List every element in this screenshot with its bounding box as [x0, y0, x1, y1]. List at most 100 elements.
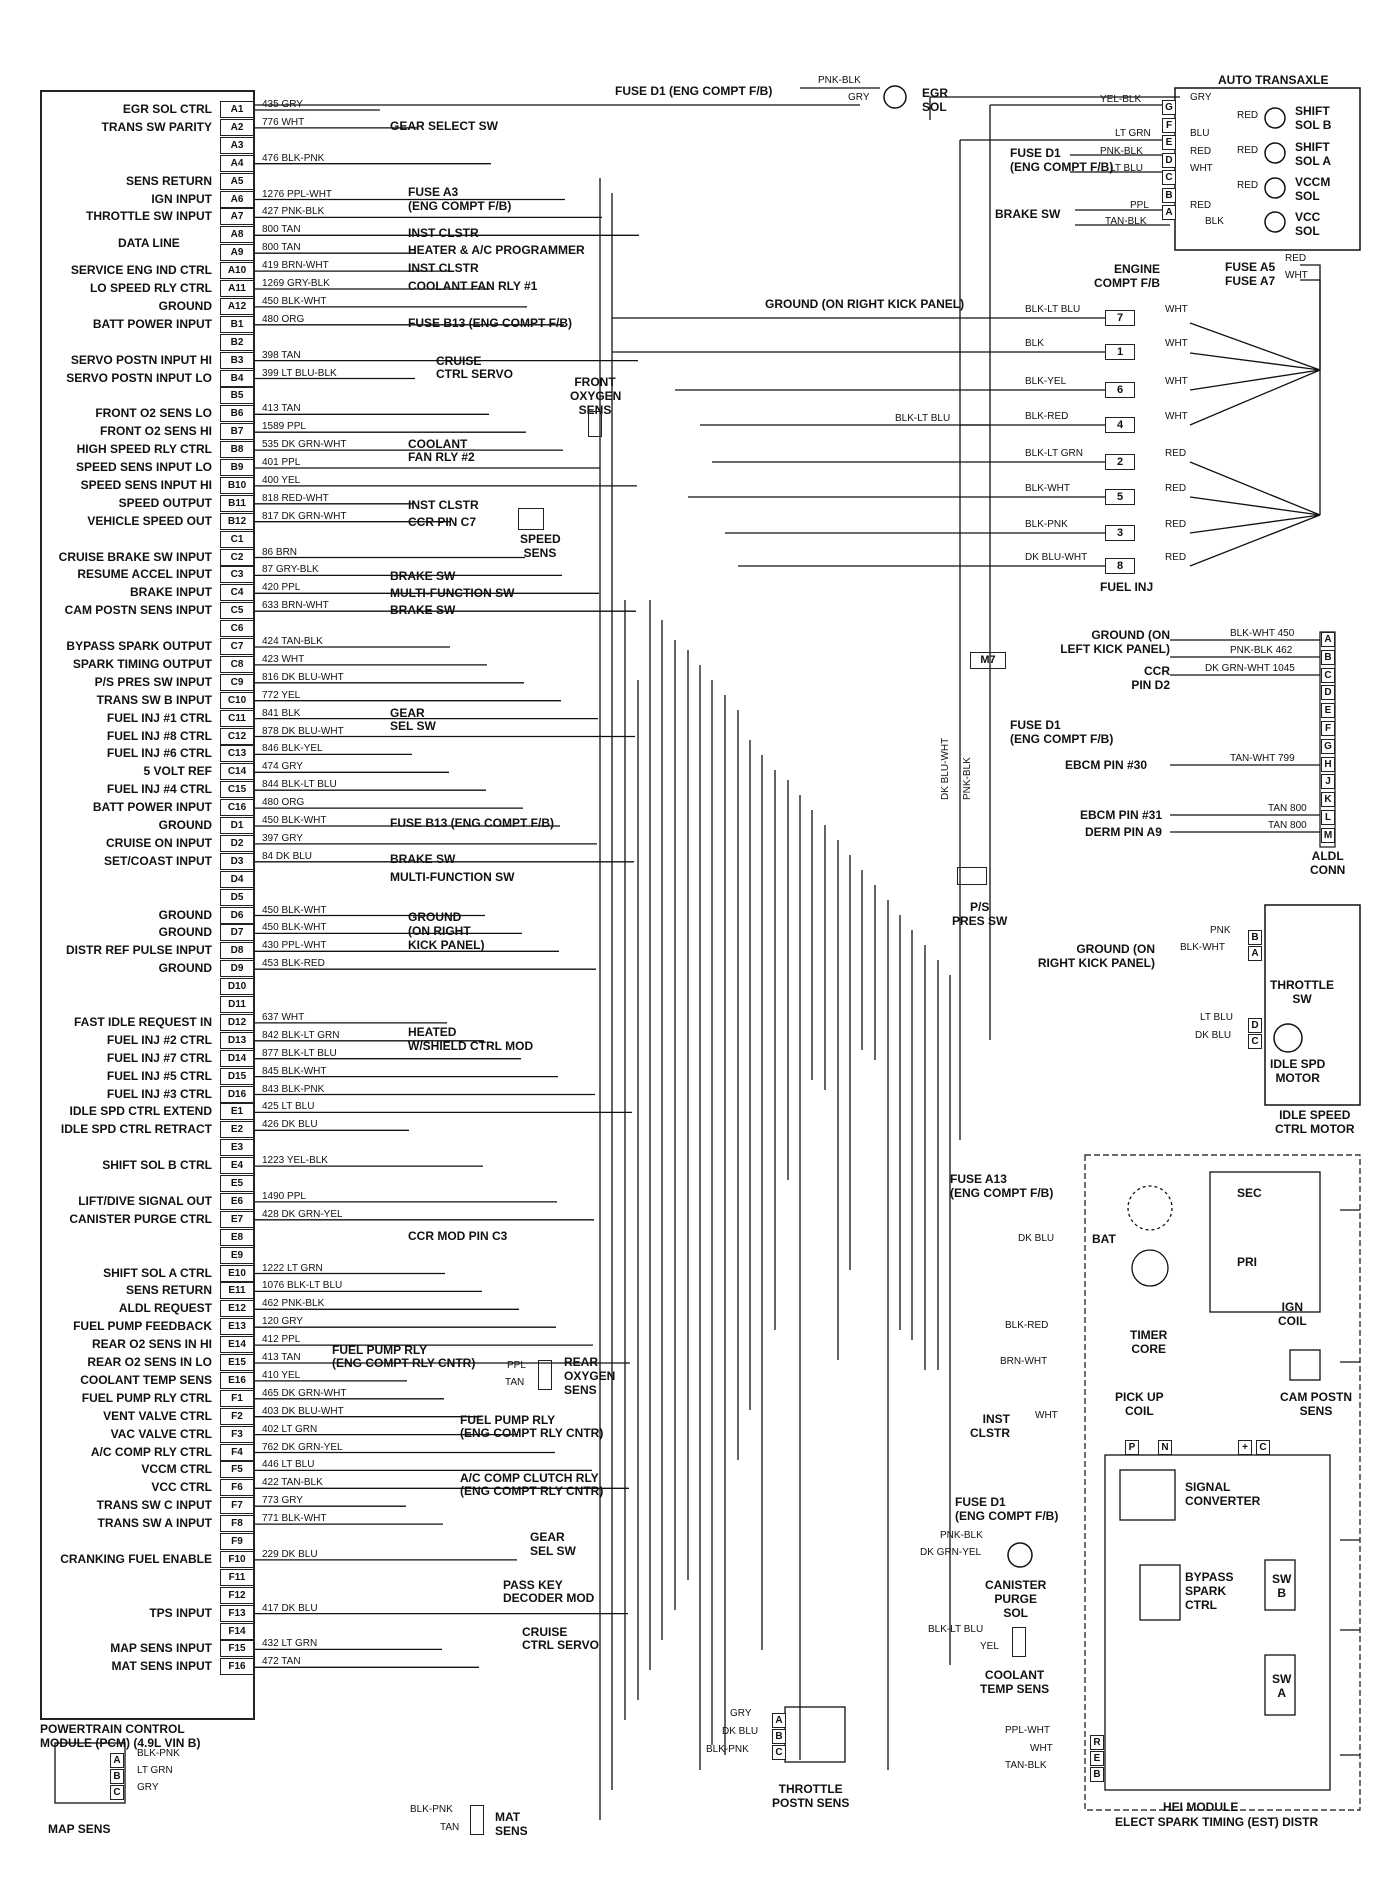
tx-inner: BLU — [1190, 128, 1210, 139]
dest-label: INST CLSTR — [408, 498, 479, 512]
aldl-wire: TAN 800 — [1268, 820, 1307, 831]
pcm-wire-label: 424 TAN-BLK — [262, 636, 323, 647]
pcm-pin-c12: C12 — [220, 727, 254, 745]
aldl-wire: DK GRN-WHT 1045 — [1205, 663, 1295, 674]
pcm-pin-a5: A5 — [220, 172, 254, 190]
pcm-pin-c8: C8 — [220, 655, 254, 673]
map-wire: LT GRN — [137, 1765, 173, 1776]
injector-wire: BLK-WHT — [1025, 483, 1070, 494]
map-wire: GRY — [137, 1782, 159, 1793]
pcm-wire-label: 535 DK GRN-WHT — [262, 439, 347, 451]
pcm-pin-label: SHIFT SOL B CTRL — [102, 1158, 212, 1173]
injector-1: 1 — [1105, 344, 1135, 360]
aldl-derm: DERM PIN A9 — [1085, 825, 1162, 839]
pcm-pin-c4: C4 — [220, 584, 254, 602]
pcm-pin-b10: B10 — [220, 476, 254, 494]
hei-module-box — [1104, 1454, 1331, 1791]
pcm-pin-a11: A11 — [220, 280, 254, 297]
sol-wire: RED — [1237, 180, 1259, 191]
transaxle-pin-c: C — [1162, 170, 1176, 185]
pcm-wire-label: 773 GRY — [262, 1495, 303, 1507]
ps-wire: PNK-BLK — [962, 757, 973, 800]
dest-label: DECODER MOD — [503, 1591, 595, 1605]
pcm-pin-f6: F6 — [220, 1479, 254, 1497]
hei-fuse: FUSE A13(ENG COMPT F/B) — [950, 1172, 1054, 1200]
pcm-pin-label: TPS INPUT — [149, 1605, 212, 1620]
pcm-pin-label: SET/COAST INPUT — [103, 853, 212, 868]
pcm-wire-label: 425 LT BLU — [262, 1101, 315, 1113]
pcm-wire-label: 878 DK BLU-WHT — [262, 725, 344, 737]
pcm-pin-c14: C14 — [220, 763, 254, 781]
pcm-pin-e4: E4 — [220, 1157, 254, 1175]
hei-dkblu: DK BLU — [1018, 1233, 1055, 1244]
injector-7: 7 — [1105, 310, 1135, 326]
pcm-pin-label: BYPASS SPARK OUTPUT — [66, 639, 212, 653]
dest-label: GEAR — [390, 706, 425, 720]
pcm-pin-label: EGR SOL CTRL — [122, 102, 212, 116]
dest-label: PASS KEY — [503, 1578, 563, 1592]
pcm-wire-label: 450 BLK-WHT — [262, 904, 327, 916]
pcm-wire-label: 450 BLK-WHT — [262, 295, 327, 307]
pcm-wire-label: 428 DK GRN-YEL — [262, 1208, 343, 1220]
map-pin: A — [110, 1753, 124, 1768]
injector-out-wire: WHT — [1165, 411, 1188, 422]
pcm-wire-label: 86 BRN — [262, 546, 298, 558]
pcm-pin-d9: D9 — [220, 960, 254, 978]
ps-wire: DK BLU-WHT — [940, 737, 951, 800]
dest-label: SEL SW — [390, 719, 436, 733]
dest-label: CCR MOD PIN C3 — [408, 1229, 508, 1243]
injector-wire: BLK-RED — [1025, 411, 1069, 422]
injector-out-wire: RED — [1165, 483, 1187, 494]
dest-label: (ENG COMPT RLY CNTR) — [460, 1484, 604, 1498]
pcm-pin-c16: C16 — [220, 799, 254, 817]
canister-wire: DK GRN-YEL — [920, 1547, 982, 1558]
front-o2-connector — [588, 411, 602, 437]
pcm-pin-d6: D6 — [220, 906, 254, 924]
pcm-pin-label: VEHICLE SPEED OUT — [87, 513, 212, 528]
pcm-pin-label: IDLE SPD CTRL EXTEND — [69, 1104, 212, 1119]
pcm-pin-d4: D4 — [220, 870, 254, 888]
transaxle-wire: LT GRN — [1115, 128, 1151, 139]
pcm-wire-label: 846 BLK-YEL — [262, 743, 323, 755]
dest-label: BRAKE SW — [390, 569, 456, 583]
sol-wire: RED — [1237, 110, 1259, 121]
dest-label: (ENG COMPT F/B) — [408, 199, 512, 213]
pcm-pin-label: GROUND — [158, 298, 212, 313]
pcm-pin-c15: C15 — [220, 781, 254, 799]
tps-pin: B — [772, 1729, 786, 1744]
dest-label: BRAKE SW — [390, 852, 456, 866]
pcm-pin-label: CANISTER PURGE CTRL — [69, 1211, 212, 1226]
fuel-inj-label: FUEL INJ — [1100, 580, 1154, 594]
pcm-pin-f11: F11 — [220, 1568, 254, 1586]
pcm-wire-label: 412 PPL — [262, 1334, 301, 1346]
pcm-pin-a6: A6 — [220, 190, 254, 208]
pcm-pin-d7: D7 — [220, 924, 254, 942]
pcm-wire-label: 450 BLK-WHT — [262, 815, 327, 826]
tps-wire: BLK-PNK — [706, 1744, 749, 1755]
pcm-wire-label: 762 DK GRN-YEL — [262, 1441, 343, 1453]
tsw-pin: B — [1248, 930, 1262, 945]
tx-inner: RED — [1190, 200, 1212, 211]
pcm-wire-label: 430 PPL-WHT — [262, 940, 327, 952]
pcm-pin-e15: E15 — [220, 1354, 254, 1371]
pcm-pin-label: FUEL INJ #5 CTRL — [106, 1068, 212, 1083]
canister-wire: PNK-BLK — [940, 1530, 983, 1541]
tsw-wire: BLK-WHT — [1180, 942, 1225, 953]
pcm-pin-label: IGN INPUT — [151, 191, 212, 206]
pcm-wire-label: 1076 BLK-LT BLU — [262, 1280, 343, 1292]
pcm-pin-f13: F13 — [220, 1604, 254, 1622]
pcm-pin-f3: F3 — [220, 1425, 254, 1443]
pcm-pin-f8: F8 — [220, 1515, 254, 1533]
transaxle-pin-a: A — [1162, 205, 1176, 220]
distributor-box — [1084, 1154, 1361, 1811]
pcm-wire-label: 1223 YEL-BLK — [262, 1155, 328, 1167]
pcm-pin-b11: B11 — [220, 494, 254, 512]
pcm-wire-label: 84 DK BLU — [262, 850, 313, 862]
pcm-pin-label: REAR O2 SENS IN HI — [91, 1337, 212, 1352]
